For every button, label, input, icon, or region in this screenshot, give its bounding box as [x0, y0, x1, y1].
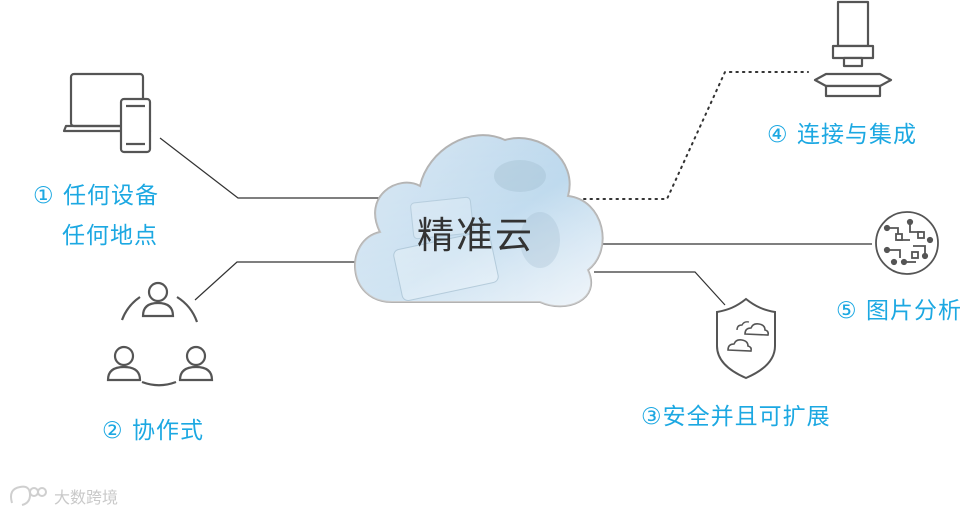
feature-text: 安全并且可扩展 — [662, 404, 831, 430]
feature-number: ③ — [641, 404, 663, 430]
connector-line-device — [159, 137, 388, 199]
connector-line-secure — [594, 271, 726, 306]
feature-connect: ④ 连接与集成 — [767, 115, 917, 149]
feature-text: 任何设备 — [62, 183, 159, 209]
feature-number: ④ — [767, 122, 789, 148]
feature-number: ② — [102, 418, 124, 444]
watermark-text: 大数跨境 — [54, 488, 119, 507]
feature-secure: ③安全并且可扩展 — [641, 397, 831, 431]
cloud-shape — [354, 134, 604, 308]
feature-image: ⑤ 图片分析 — [836, 291, 962, 325]
connector-line-connect — [583, 71, 809, 200]
cloud-title: 精准云 — [417, 214, 534, 257]
watermark-logo-icon — [10, 485, 47, 506]
feature-any-device-line1: ① 任何设备 — [33, 176, 159, 210]
feature-collaborative: ② 协作式 — [102, 411, 204, 445]
feature-text: 连接与集成 — [796, 122, 917, 148]
feature-any-device-line2: 任何地点 — [62, 223, 158, 249]
laptop-phone-icon — [62, 72, 152, 154]
feature-text: 图片分析 — [865, 298, 962, 324]
microscope-icon — [813, 0, 893, 98]
feature-text: 协作式 — [131, 418, 204, 444]
feature-number: ① — [33, 183, 55, 209]
team-circle-icon — [106, 281, 214, 387]
connector-line-team — [194, 261, 356, 301]
feature-number: ⑤ — [836, 298, 858, 324]
shield-cloud-icon — [716, 297, 776, 380]
circuit-icon — [875, 211, 939, 275]
